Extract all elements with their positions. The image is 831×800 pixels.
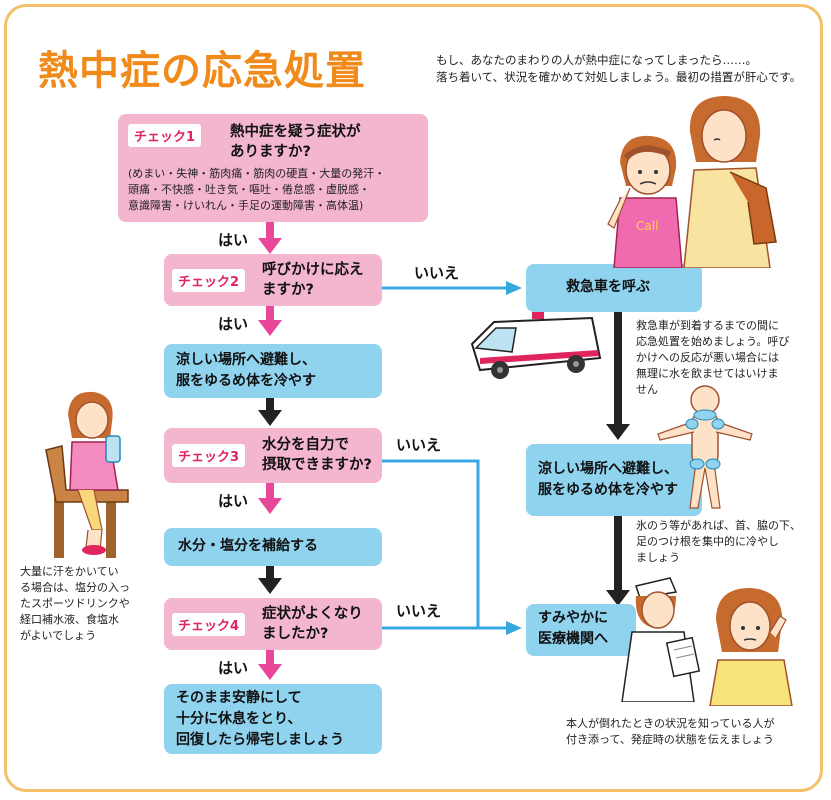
note-line: 応急処置を始めましょう。呼び	[636, 335, 790, 348]
symptom-line: 意識障害・けいれん・手足の運動障害・高体温)	[128, 199, 364, 212]
check1-question: 熱中症を疑う症状が ありますか?	[230, 122, 361, 162]
check2-question-line: ますか?	[262, 282, 314, 298]
note-line: たスポーツドリンクや	[20, 597, 130, 610]
action-cool-left: 涼しい場所へ避難し、 服をゆるめ体を冷やす	[164, 344, 382, 398]
page-title: 熱中症の応急処置	[38, 48, 366, 94]
hospital-note: 本人が倒れたときの状況を知っている人が 付き添って、発症時の状態を伝えましょう	[566, 716, 774, 748]
check3-question-line: 水分を自力で	[262, 437, 349, 453]
action-line: 医療機関へ	[538, 631, 608, 647]
action-cool-right: 涼しい場所へ避難し、 服をゆるめ体を冷やす	[526, 444, 702, 516]
sweat-note: 大量に汗をかいてい る場合は、塩分の入っ たスポーツドリンクや 経口補水液、食塩…	[20, 564, 130, 644]
check4-box: チェック4 症状がよくなり ましたか?	[164, 598, 382, 650]
ice-note: 氷のう等があれば、首、脇の下、 足のつけ根を集中的に冷やし ましょう	[636, 518, 801, 566]
helping-woman-illustration	[683, 96, 777, 268]
action-line: 涼しい場所へ避難し、	[538, 461, 678, 477]
check1-question-line: 熱中症を疑う症状が	[230, 124, 361, 140]
no-label: いいえ	[396, 436, 442, 454]
check2-question-line: 呼びかけに応え	[262, 262, 364, 278]
page-frame	[4, 4, 823, 792]
symptom-line: (めまい・失神・筋肉痛・筋肉の硬直・大量の発汗・	[128, 167, 386, 180]
check1-box: チェック1 熱中症を疑う症状が ありますか? (めまい・失神・筋肉痛・筋肉の硬直…	[118, 114, 428, 222]
note-line: る場合は、塩分の入っ	[20, 581, 130, 594]
note-line: 付き添って、発症時の状態を伝えましょう	[566, 733, 774, 746]
note-line: かけへの反応が悪い場合には	[636, 351, 779, 364]
intro-line-2: 落ち着いて、状況を確かめて対処しましょう。最初の措置が肝心です。	[436, 70, 802, 84]
action-line: すみやかに	[538, 610, 608, 626]
check3-question-line: 摂取できますか?	[262, 457, 372, 473]
action-hospital: すみやかに 医療機関へ	[526, 604, 636, 656]
yes-label: はい	[218, 231, 249, 249]
note-line: ましょう	[636, 551, 680, 564]
intro-line-1: もし、あなたのまわりの人が熱中症になってしまったら……。	[436, 53, 757, 67]
note-line: 本人が倒れたときの状況を知っている人が	[566, 717, 775, 730]
action-rest: そのまま安静にして 十分に休息をとり、 回復したら帰宅しましょう	[164, 684, 382, 754]
nurse-illustration	[621, 577, 701, 702]
note-line: 経口補水液、食塩水	[20, 613, 119, 626]
action-ambulance: 救急車を呼ぶ	[526, 264, 702, 312]
action-line: 水分・塩分を補給する	[178, 538, 318, 554]
ambulance-note: 救急車が到着するまでの間に 応急処置を始めましょう。呼び かけへの反応が悪い場合…	[636, 318, 789, 398]
check1-tag: チェック1	[128, 124, 202, 147]
note-line: 無理に水を飲ませてはいけま	[636, 367, 779, 380]
svg-text:Call: Call	[636, 219, 658, 233]
check3-tag: チェック3	[172, 444, 246, 467]
yes-label: はい	[218, 315, 249, 333]
note-line: 氷のう等があれば、首、脇の下、	[636, 519, 801, 532]
symptom-line: 頭痛・不快感・吐き気・嘔吐・倦怠感・虚脱感・	[128, 183, 370, 196]
yes-label: はい	[218, 492, 249, 510]
check2-box: チェック2 呼びかけに応え ますか?	[164, 254, 382, 306]
action-line: 救急車を呼ぶ	[566, 279, 650, 295]
check4-question: 症状がよくなり ましたか?	[262, 604, 363, 644]
note-line: 大量に汗をかいてい	[20, 565, 119, 578]
check4-question-line: ましたか?	[262, 626, 329, 642]
intro-text: もし、あなたのまわりの人が熱中症になってしまったら……。 落ち着いて、状況を確か…	[436, 52, 826, 86]
action-line: 服をゆるめ体を冷やす	[538, 482, 678, 498]
action-line: 回復したら帰宅しましょう	[176, 732, 344, 748]
check4-tag: チェック4	[172, 613, 246, 636]
dizzy-girl-illustration: Call	[607, 135, 683, 268]
action-line: そのまま安静にして	[176, 690, 302, 706]
worried-woman-illustration	[709, 588, 793, 706]
check2-tag: チェック2	[172, 269, 246, 292]
ambulance-illustration	[470, 312, 602, 379]
check3-box: チェック3 水分を自力で 摂取できますか?	[164, 428, 382, 483]
note-line: 救急車が到着するまでの間に	[636, 319, 779, 332]
check2-question: 呼びかけに応え ますか?	[262, 260, 364, 300]
note-line: がよいでしょう	[20, 629, 97, 642]
action-line: 服をゆるめ体を冷やす	[176, 373, 316, 389]
yes-label: はい	[218, 659, 249, 677]
note-line: 足のつけ根を集中的に冷やし	[636, 535, 779, 548]
action-line: 十分に休息をとり、	[176, 711, 302, 727]
girl-drinking-illustration	[45, 391, 129, 558]
check1-question-line: ありますか?	[230, 144, 311, 160]
ice-pack-body-illustration	[657, 385, 753, 509]
action-line: 涼しい場所へ避難し、	[176, 352, 316, 368]
check3-question: 水分を自力で 摂取できますか?	[262, 435, 372, 475]
no-label: いいえ	[396, 602, 442, 620]
check4-question-line: 症状がよくなり	[262, 606, 363, 622]
note-line: せん	[636, 383, 658, 396]
check1-symptoms: (めまい・失神・筋肉痛・筋肉の硬直・大量の発汗・ 頭痛・不快感・吐き気・嘔吐・倦…	[128, 166, 385, 214]
no-label: いいえ	[414, 264, 460, 282]
action-hydrate: 水分・塩分を補給する	[164, 528, 382, 566]
